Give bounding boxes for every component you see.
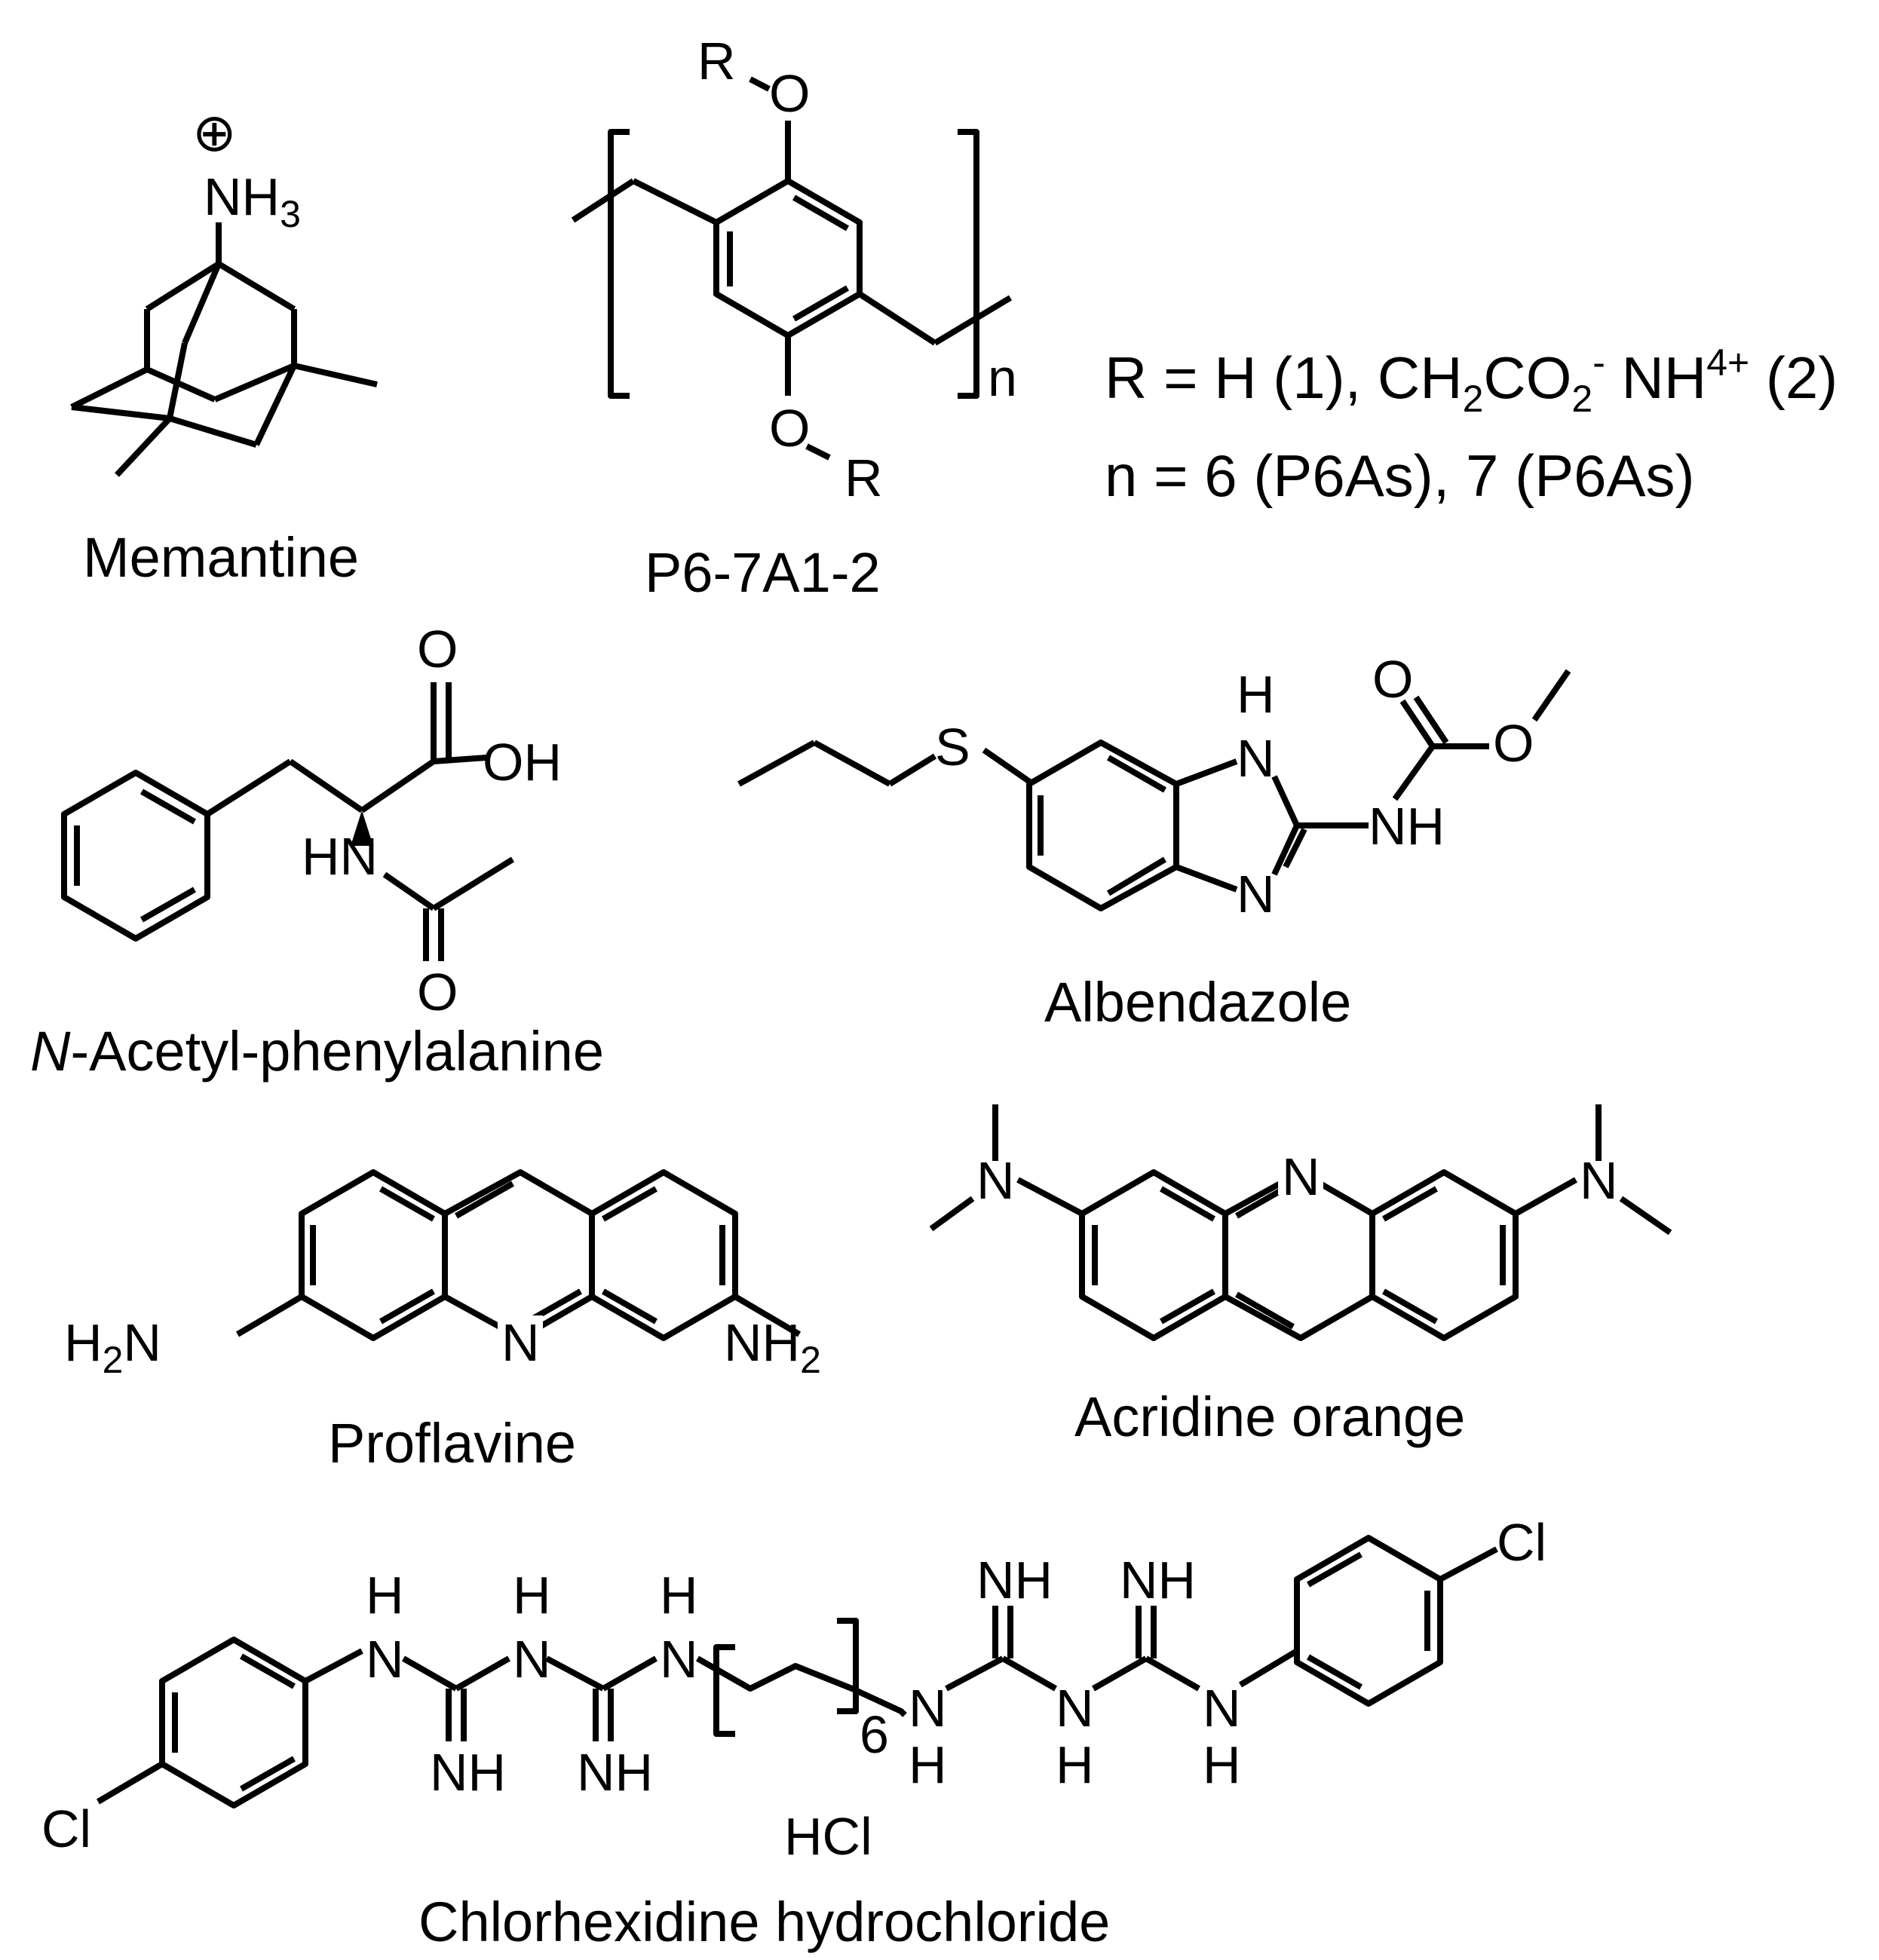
nh-h-1: H	[366, 1566, 404, 1625]
pillararene-o-top: O	[769, 64, 810, 123]
amide-oxygen: O	[417, 963, 458, 1021]
stereo-wedge	[351, 810, 373, 846]
pillararene-r-top: R	[697, 32, 736, 90]
pillararene-bonds	[571, 76, 1013, 461]
imine-nh-2: NH	[577, 1743, 653, 1802]
left-amine: H2N	[64, 1313, 161, 1381]
hydroxyl-label: OH	[483, 733, 562, 792]
pillararene-caption: P6-7A1-2	[645, 541, 881, 604]
positive-charge-symbol: ⊕	[192, 103, 237, 162]
pillararene-o-bottom: O	[769, 399, 810, 458]
right-dimethylamine-n: N	[1580, 1151, 1618, 1210]
chloro-left: Cl	[41, 1799, 91, 1858]
memantine-caption: Memantine	[83, 526, 359, 589]
nh-n-3: N	[660, 1630, 698, 1689]
chlorhexidine-bonds	[96, 1535, 1498, 1808]
left-dimethylamine-n: N	[976, 1151, 1015, 1210]
ester-oxygen: O	[1493, 714, 1534, 773]
nh-n-5: N	[1056, 1679, 1094, 1738]
acridine-orange-bonds	[929, 1104, 1672, 1341]
hcl-salt: HCl	[784, 1807, 872, 1866]
nh-h-3: H	[660, 1566, 698, 1625]
acridine-orange-structure: N N N Acridine orange	[929, 1104, 1672, 1448]
pillararene-repeat-n: n	[988, 348, 1017, 407]
ring-nitrogen: N	[1282, 1147, 1320, 1206]
nh-n-2: N	[513, 1630, 551, 1689]
nh-h-6: H	[1203, 1735, 1241, 1794]
albendazole-structure: S H N N NH O O Albendazole	[737, 650, 1571, 1034]
sulfur-label: S	[935, 718, 970, 776]
imidazole-h: H	[1237, 665, 1275, 724]
imine-nh-3: NH	[976, 1551, 1053, 1609]
chloro-right: Cl	[1497, 1513, 1546, 1572]
carbamate-nh: NH	[1369, 797, 1445, 856]
memantine-bonds	[70, 222, 378, 477]
pillararene-structure: R O O R n P6-7A1-2 R = H (1), CH2CO2- NH…	[571, 32, 1838, 604]
albendazole-bonds	[737, 669, 1571, 911]
acetylphenylalanine-caption: N-Acetyl-phenylalanine	[30, 1020, 604, 1083]
pillararene-legend-r: R = H (1), CH2CO2- NH4+ (2)	[1105, 341, 1838, 420]
imidazole-n1: N	[1237, 729, 1275, 788]
pillararene-legend-n: n = 6 (P6As), 7 (P6As)	[1105, 443, 1694, 509]
nh-n-4: N	[909, 1679, 947, 1738]
acetylphenylalanine-bonds	[61, 682, 515, 961]
hexyl-repeat: 6	[860, 1705, 889, 1764]
acetylphenylalanine-structure: O OH HN O N-Acetyl-phenylalanine	[30, 620, 604, 1083]
ring-n-mask	[1278, 1150, 1323, 1195]
memantine-amine-label: NH3	[204, 167, 301, 235]
imidazole-n2: N	[1237, 865, 1275, 923]
nh-n-1: N	[366, 1630, 404, 1689]
acid-oxygen: O	[417, 620, 458, 678]
nh-h-2: H	[513, 1566, 551, 1625]
ring-nitrogen: N	[501, 1313, 540, 1372]
imine-nh-1: NH	[430, 1743, 506, 1802]
acridine-orange-caption: Acridine orange	[1074, 1386, 1465, 1448]
imine-nh-4: NH	[1120, 1551, 1196, 1609]
nh-h-5: H	[1056, 1735, 1094, 1794]
proflavine-caption: Proflavine	[328, 1412, 576, 1475]
memantine-structure: NH3 ⊕ Memantine	[70, 103, 378, 589]
nh-h-4: H	[909, 1735, 947, 1794]
right-amine: NH2	[724, 1313, 821, 1381]
carbonyl-oxygen: O	[1372, 650, 1413, 709]
nh-n-6: N	[1203, 1679, 1241, 1738]
proflavine-structure: N H2N NH2 Proflavine	[64, 1169, 821, 1475]
albendazole-caption: Albendazole	[1044, 971, 1351, 1034]
pillararene-r-bottom: R	[844, 449, 883, 507]
ring-n-mask	[498, 1315, 543, 1361]
chlorhexidine-structure: Cl Cl H N H N H N NH NH 6 HCl N H N H N …	[41, 1513, 1546, 1953]
chlorhexidine-caption: Chlorhexidine hydrochloride	[418, 1891, 1110, 1953]
amide-nh-label: HN	[302, 827, 378, 886]
